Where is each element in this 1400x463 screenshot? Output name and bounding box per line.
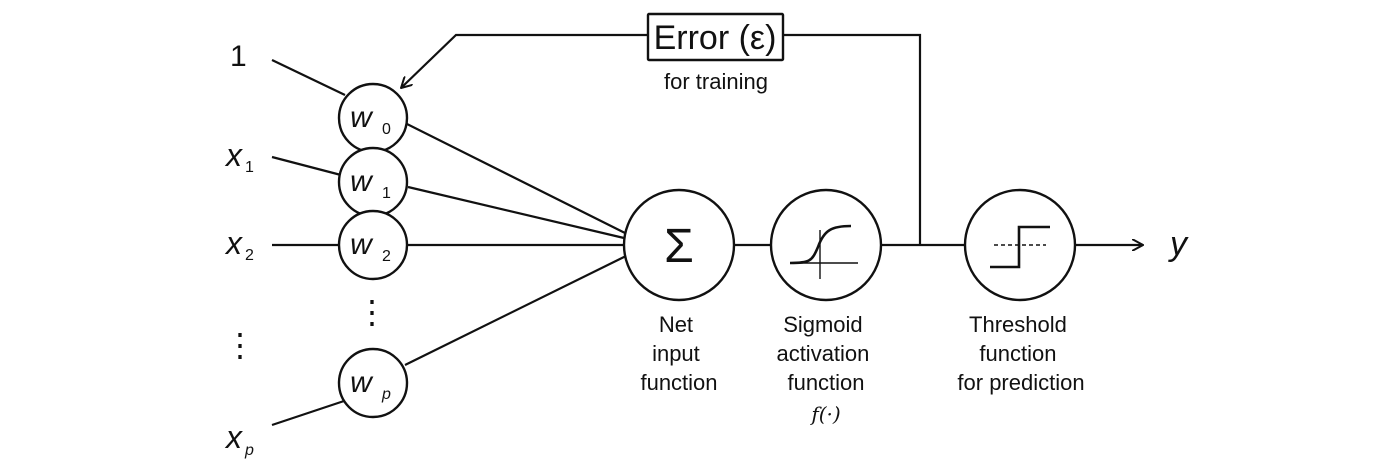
sigma-symbol: Σ xyxy=(664,220,694,273)
weight-node-w0: w 0 xyxy=(337,82,409,154)
svg-text:w: w xyxy=(350,165,374,198)
wire-xp-to-wp xyxy=(271,398,348,427)
svg-text:2: 2 xyxy=(382,248,391,265)
wire-x1-to-w1 xyxy=(271,155,342,177)
net-input-caption: Net input function xyxy=(640,312,717,395)
input-bias-label: 1 xyxy=(230,40,247,73)
svg-text:w: w xyxy=(350,101,374,134)
sigmoid-node xyxy=(769,188,883,302)
svg-text:1: 1 xyxy=(382,185,391,202)
wire-w0-to-sum xyxy=(404,122,626,234)
svg-text:x: x xyxy=(224,137,243,173)
weight-node-wp: w p xyxy=(337,347,409,419)
svg-text:1: 1 xyxy=(245,159,254,176)
net-input-node: Σ xyxy=(622,188,736,302)
input-xp-label: x p xyxy=(224,419,254,459)
svg-text:p: p xyxy=(381,386,391,403)
weight-node-w2: w 2 xyxy=(337,209,409,281)
svg-text:x: x xyxy=(224,225,243,261)
input-x1-label: x 1 xyxy=(224,137,254,176)
wire-error-tap xyxy=(783,33,922,245)
activation-notation: f(·) xyxy=(809,402,840,426)
weight-ellipsis: ⋮ xyxy=(356,294,388,330)
wire-wp-to-sum xyxy=(404,255,627,366)
svg-text:p: p xyxy=(244,442,254,459)
error-box xyxy=(646,12,785,62)
error-feedback-arrow xyxy=(401,33,648,88)
threshold-node xyxy=(963,188,1077,302)
weight-node-w1: w 1 xyxy=(337,146,409,218)
step-function-icon xyxy=(990,225,1050,269)
wire-w1-to-sum xyxy=(407,185,625,240)
svg-text:2: 2 xyxy=(245,247,254,264)
svg-text:w: w xyxy=(350,228,374,261)
sigmoid-curve-icon xyxy=(789,224,852,265)
svg-text:w: w xyxy=(350,366,374,399)
wire-bias-to-w0 xyxy=(271,59,346,96)
error-label: Error (ε) xyxy=(654,19,777,57)
input-ellipsis: ⋮ xyxy=(224,327,256,363)
svg-text:x: x xyxy=(224,419,243,455)
input-x2-label: x 2 xyxy=(224,225,254,264)
threshold-caption: Threshold function for prediction xyxy=(957,312,1084,395)
output-label: y xyxy=(1168,225,1189,263)
svg-text:0: 0 xyxy=(382,121,391,138)
sigmoid-caption: Sigmoid activation function xyxy=(776,312,875,395)
error-caption: for training xyxy=(664,69,768,94)
